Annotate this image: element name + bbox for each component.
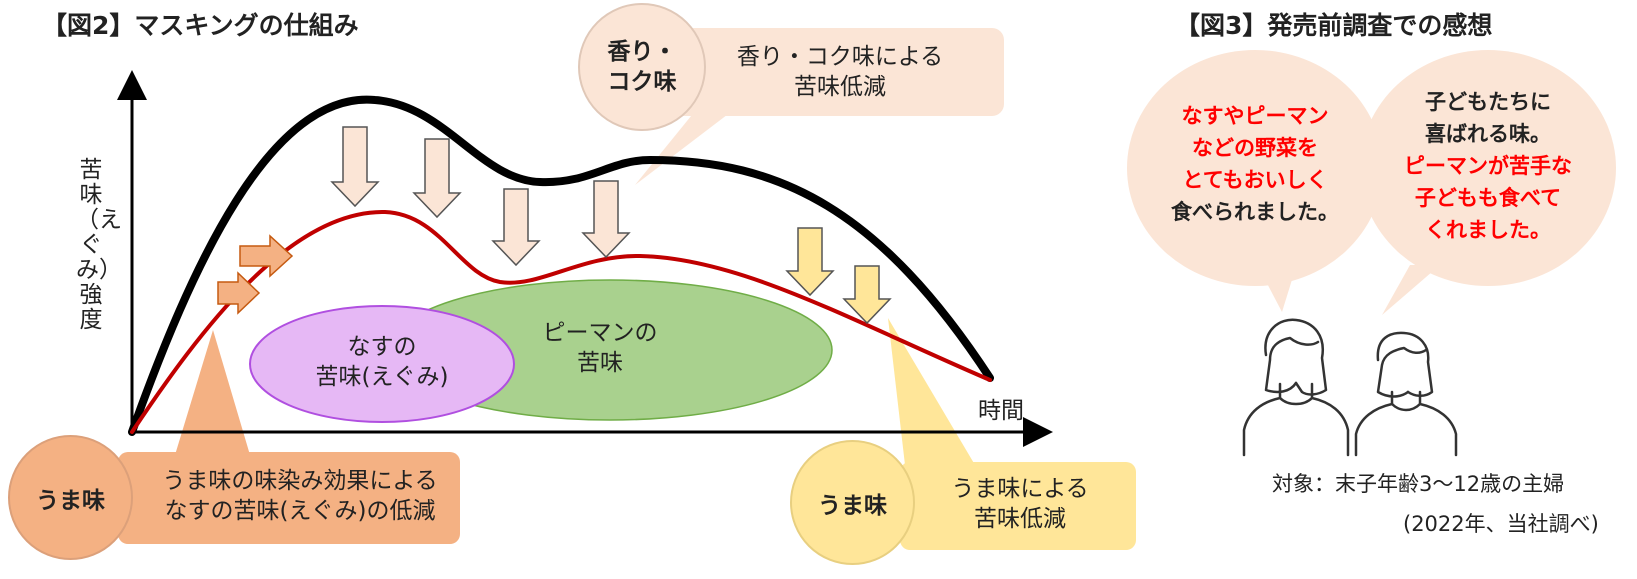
survey-source-note: (2022年、当社調べ) (1403, 512, 1599, 536)
aroma-callout-pointer (635, 105, 740, 185)
fig2-title: 【図2】マスキングの仕組み (42, 11, 359, 40)
aroma-down-arrow (491, 188, 541, 267)
umami-right-arrow (217, 271, 261, 315)
bubble-right-text: 子どもたちに 喜ばれる味。 ピーマンが苦手な 子どもも食べて くれました。 (1360, 86, 1616, 246)
umami-right-arrow (239, 234, 294, 278)
speech-bubble-left-tail (1260, 270, 1295, 312)
bubble-right-black-text: 子どもたちに 喜ばれる味。 (1425, 90, 1551, 146)
speech-bubble-right-tail (1382, 265, 1440, 315)
umami-right-callout-text: うま味による 苦味低減 (951, 476, 1089, 532)
umami-right-circle: うま味 (790, 440, 915, 565)
umami-left-callout-text: うま味の味染み効果による なすの苦味(えぐみ)の低減 (162, 468, 438, 524)
speech-bubble-right (1360, 50, 1616, 286)
survey-target-note: 対象：末子年齢3～12歳の主婦 (1272, 472, 1565, 496)
aroma-down-arrow (581, 180, 631, 259)
speech-bubble-left (1127, 50, 1383, 286)
x-axis-label: 時間 (978, 398, 1024, 424)
aroma-circle: 香り・ コク味 (578, 3, 706, 131)
aroma-callout-text: 香り・コク味による 苦味低減 (736, 44, 944, 100)
piman-bitterness-label: ピーマンの 苦味 (542, 320, 658, 376)
total-bitterness-curve (128, 95, 994, 436)
aroma-down-arrow (412, 138, 462, 219)
reduced-bitterness-curve (130, 209, 992, 434)
umami-right-callout-box (900, 462, 1136, 550)
woman-icon (1242, 318, 1350, 457)
umami-down-arrow (785, 227, 835, 297)
umami-left-callout-pointer (175, 330, 250, 455)
umami-left-circle: うま味 (8, 435, 133, 560)
nasu-bitterness-label: なすの 苦味(えぐみ) (315, 334, 449, 390)
umami-down-arrow (842, 265, 892, 325)
umami-right-callout-pointer (888, 318, 975, 465)
fig3-title: 【図3】発売前調査での感想 (1175, 11, 1493, 40)
bubble-right-red-text: ピーマンが苦手な 子どもも食べて くれました。 (1404, 154, 1572, 242)
aroma-down-arrow (330, 126, 380, 208)
umami-left-callout-box (118, 452, 460, 544)
y-axis-label: 苦味（えぐみ）強度 (76, 157, 122, 333)
bubble-left-black-text: 食べられました。 (1171, 200, 1339, 224)
bubble-left-red-text: なすやピーマン などの野菜を とてもおいしく (1181, 104, 1329, 192)
nasu-bitterness-ellipse (249, 305, 515, 423)
aroma-callout-box (662, 28, 1004, 116)
woman-icon (1354, 331, 1458, 457)
bubble-left-text: なすやピーマン などの野菜を とてもおいしく 食べられました。 (1127, 100, 1383, 228)
